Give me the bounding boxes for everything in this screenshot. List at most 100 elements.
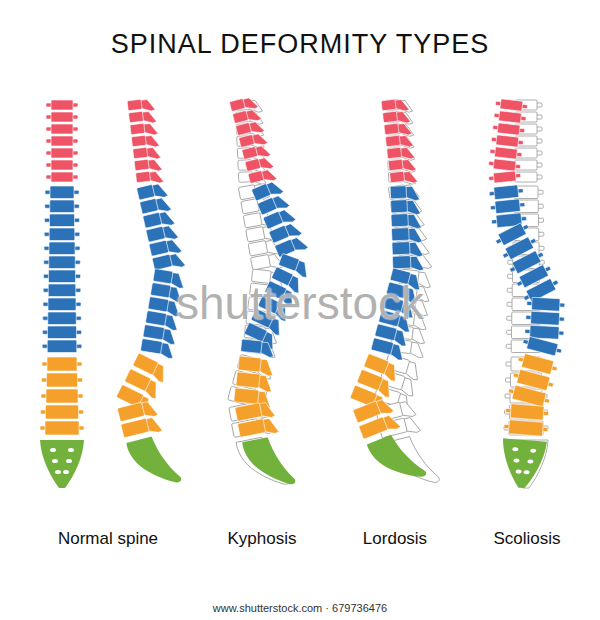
vertebral-body — [48, 298, 76, 311]
vertebral-body — [140, 338, 162, 354]
spinous-process — [245, 108, 262, 123]
vertebral-body — [152, 254, 172, 270]
vertebral-body — [251, 183, 271, 201]
vertebral-body — [241, 339, 263, 353]
vertebra — [46, 112, 78, 122]
vertebral-body — [496, 135, 519, 147]
vertebral-body — [388, 185, 406, 200]
spinous-process — [406, 200, 421, 215]
vertebral-body — [145, 310, 166, 326]
sacral-foramen — [513, 458, 519, 462]
vertebra — [46, 172, 78, 182]
spinous-process — [255, 144, 272, 159]
sacrum — [40, 440, 84, 488]
vertebral-body — [149, 240, 169, 256]
vertebral-body — [127, 99, 142, 111]
spinous-process — [251, 132, 268, 147]
vertebral-body — [382, 111, 397, 123]
vertebra — [46, 136, 78, 146]
vertebra — [46, 148, 78, 158]
spine-caption: Lordosis — [363, 529, 427, 549]
vertebral-body — [148, 297, 169, 312]
vertebral-body — [390, 171, 405, 183]
vertebral-body — [47, 373, 78, 387]
vertebral-body — [51, 100, 73, 110]
vertebra — [390, 170, 418, 186]
vertebra — [44, 256, 81, 269]
vertebral-body — [238, 356, 261, 372]
normal-spine-side — [115, 98, 186, 493]
vertebral-body — [45, 421, 79, 435]
spinous-process — [405, 186, 420, 201]
vertebral-body — [530, 325, 560, 339]
sacral-foramen — [68, 448, 74, 452]
spinous-process — [248, 120, 265, 135]
spinous-process — [146, 147, 161, 161]
vertebral-body — [245, 158, 261, 171]
vertebra — [489, 146, 522, 160]
vertebra — [488, 170, 521, 183]
vertebra — [488, 158, 521, 172]
vertebral-body — [51, 112, 73, 122]
spinous-process — [141, 111, 156, 125]
vertebral-body — [512, 385, 547, 407]
spinous-process — [397, 123, 412, 137]
vertebra — [44, 270, 81, 283]
vertebral-body — [385, 135, 400, 147]
vertebral-body — [117, 402, 145, 422]
vertebra — [43, 312, 82, 325]
sacral-foramen — [512, 447, 518, 451]
sacrum-group — [126, 432, 182, 492]
sacrum-group — [367, 428, 427, 492]
spinous-process — [149, 171, 164, 185]
vertebral-body — [243, 213, 262, 228]
vertebral-body — [236, 372, 260, 388]
sacrum — [499, 438, 546, 489]
vertebral-body — [48, 284, 76, 297]
vertebra — [391, 227, 422, 244]
spinous-process — [398, 135, 413, 149]
spinous-process — [147, 159, 162, 173]
spinous-process — [400, 147, 415, 161]
vertebral-body — [143, 212, 162, 228]
vertebral-body — [390, 199, 408, 214]
vertebral-body — [234, 388, 259, 404]
vertebra — [41, 405, 84, 419]
sacral-foramen — [50, 448, 56, 452]
vertebra — [390, 185, 420, 202]
vertebra — [43, 284, 81, 297]
sacrum-group — [242, 434, 296, 493]
vertebra — [42, 357, 82, 371]
vertebra — [490, 198, 526, 214]
vertebral-body — [47, 357, 77, 371]
sacral-foramen — [63, 470, 69, 474]
vertebral-body — [391, 228, 409, 241]
vertebral-body — [46, 389, 78, 403]
vertebra — [526, 297, 565, 311]
spinous-process — [143, 123, 158, 137]
vertebra — [391, 199, 421, 216]
vertebral-body — [136, 171, 151, 183]
vertebral-body — [229, 98, 245, 111]
vertebral-body — [143, 324, 165, 340]
vertebral-body — [130, 123, 145, 135]
vertebral-body — [531, 311, 560, 325]
spinous-process — [403, 171, 418, 185]
vertebral-body — [388, 160, 402, 171]
vertebral-body — [51, 148, 73, 158]
vertebral-body — [150, 283, 171, 298]
vertebra — [494, 110, 527, 124]
spinous-process — [258, 156, 275, 171]
vertebral-body — [48, 326, 77, 339]
vertebral-body — [248, 170, 264, 183]
vertebra — [43, 298, 81, 311]
vertebral-body — [392, 256, 411, 269]
spine-caption: Normal spine — [58, 529, 158, 549]
vertebral-body — [146, 226, 166, 242]
vertebral-body — [387, 148, 401, 159]
vertebra — [392, 241, 423, 258]
vertebral-body — [121, 418, 150, 438]
vertebra — [45, 200, 80, 213]
spinous-process — [401, 159, 416, 173]
